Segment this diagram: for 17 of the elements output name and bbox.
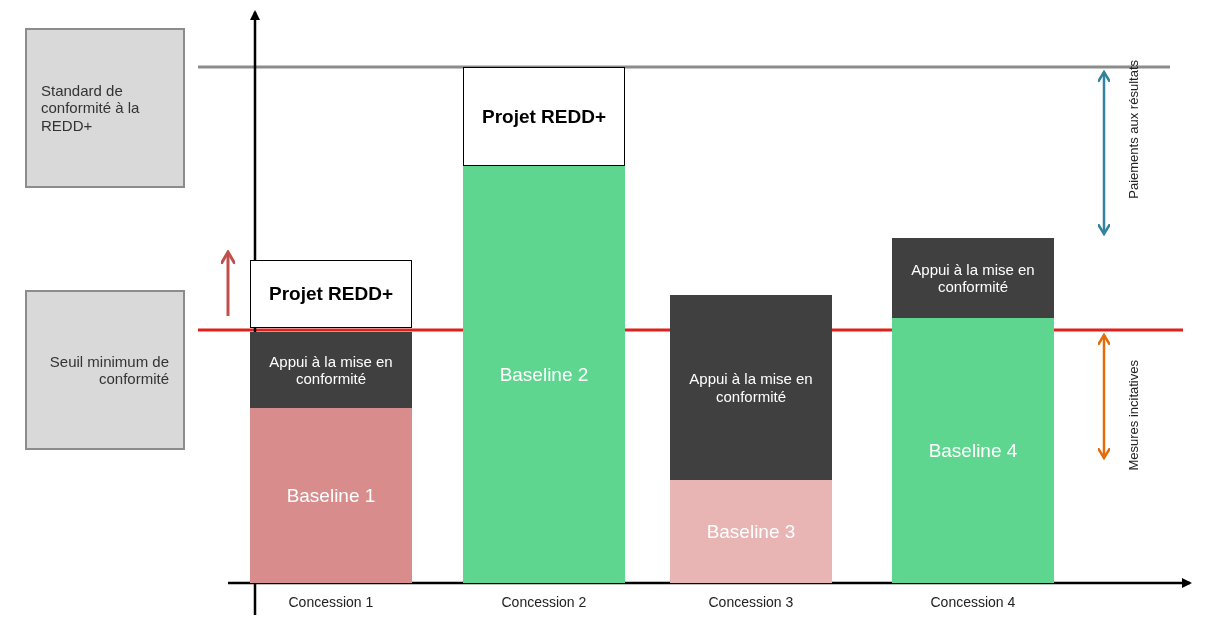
- info-box: Standard de conformité à la REDD+: [25, 28, 185, 188]
- compliance-support-bar: Appui à la mise en conformité: [250, 332, 412, 408]
- baseline-bar: Baseline 4: [892, 318, 1054, 583]
- compliance-support-bar: Appui à la mise en conformité: [670, 295, 832, 480]
- category-label: Concession 2: [501, 594, 587, 610]
- axis-label: Mesures incitatives: [1126, 360, 1141, 471]
- project-box: Projet REDD+: [250, 260, 412, 328]
- baseline-bar: Baseline 2: [463, 166, 625, 583]
- baseline-bar: Baseline 3: [670, 480, 832, 583]
- axis-label: Paiements aux résultats: [1126, 60, 1141, 199]
- category-label: Concession 1: [288, 594, 374, 610]
- category-label: Concession 4: [930, 594, 1016, 610]
- category-label: Concession 3: [708, 594, 794, 610]
- project-box: Projet REDD+: [463, 67, 625, 166]
- compliance-support-bar: Appui à la mise en conformité: [892, 238, 1054, 318]
- baseline-bar: Baseline 1: [250, 408, 412, 583]
- info-box: Seuil minimum de conformité: [25, 290, 185, 450]
